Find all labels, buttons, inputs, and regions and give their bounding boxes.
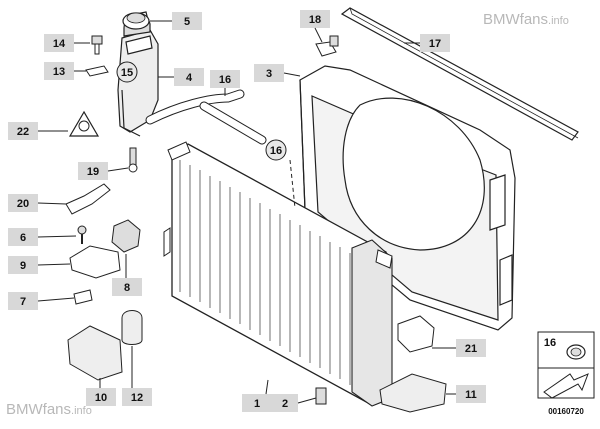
callout-4: 4 (186, 72, 193, 84)
callout-12: 12 (131, 392, 143, 404)
callout-14: 14 (53, 38, 66, 50)
callout-box (174, 68, 204, 86)
callout-box (242, 394, 272, 412)
callout-9: 9 (20, 260, 26, 272)
callout-box (420, 34, 450, 52)
radiator-fins (179, 160, 351, 385)
clip-7 (73, 289, 93, 305)
legend-box: 16 00160720 (537, 331, 595, 416)
reservoir-cap (122, 12, 150, 30)
warning-label (68, 110, 100, 137)
callout-box (254, 64, 284, 82)
callout-8: 8 (124, 282, 130, 294)
coolant-hose (145, 89, 267, 145)
air-duct-11 (379, 373, 447, 413)
callout-1: 1 (254, 398, 260, 410)
callout-10: 10 (95, 392, 107, 404)
callout-box (272, 394, 298, 412)
callouts: 5 14 13 15 4 16 18 17 3 22 (8, 10, 486, 412)
callout-box (86, 388, 116, 406)
radiator (163, 141, 393, 407)
callout-3: 3 (266, 68, 272, 80)
callout-15: 16 (219, 74, 231, 86)
push-clip-18 (315, 35, 339, 57)
arrow-icon (543, 373, 589, 399)
callout-circle (116, 61, 138, 83)
callout-20: 19 (87, 166, 99, 178)
callout-box (8, 292, 38, 310)
callout-box (122, 388, 152, 406)
callout-box (210, 70, 240, 88)
callout-16-tank: 15 (121, 67, 133, 79)
watermark-top: BMWfans.info (483, 11, 569, 28)
bolt (91, 35, 103, 55)
screw-6 (77, 225, 87, 244)
bracket-21 (397, 315, 435, 353)
seal-strip (340, 7, 579, 141)
drain-plug (315, 387, 327, 405)
callout-box (8, 256, 38, 274)
callout-5: 5 (184, 16, 190, 28)
callout-box (8, 194, 38, 212)
callout-box (172, 12, 202, 30)
callout-11: 11 (465, 389, 477, 401)
callout-21: 21 (465, 343, 477, 355)
callout-6: 6 (20, 232, 26, 244)
callout-box (456, 339, 486, 357)
callout-box (44, 34, 74, 52)
fan-shroud (299, 65, 516, 331)
callout-box (78, 162, 108, 180)
callout-box (8, 122, 38, 140)
bracket-19 (65, 183, 111, 215)
callout-18: 18 (309, 14, 321, 26)
clip-13 (85, 65, 109, 77)
callout-13: 13 (53, 66, 65, 78)
callout-16-hose: 16 (270, 145, 282, 157)
callout-2: 2 (282, 398, 288, 410)
air-duct-10 (67, 325, 123, 381)
legend-number: 16 (544, 337, 556, 349)
callout-box (44, 62, 74, 80)
callout-box (8, 228, 38, 246)
callout-7: 7 (20, 296, 26, 308)
callout-box (300, 10, 330, 28)
callout-circle (265, 139, 287, 161)
callout-box (456, 385, 486, 403)
callout-22: 22 (17, 126, 29, 138)
callout-19: 20 (17, 198, 29, 210)
watermark-bottom: BMWfans.info (6, 401, 92, 418)
diagram-code: 00160720 (548, 407, 584, 416)
callout-box (112, 278, 142, 296)
temperature-sensor (128, 147, 138, 173)
cover-12 (121, 310, 143, 345)
callout-17: 17 (429, 38, 441, 50)
mount-9 (69, 245, 121, 279)
rubber-mount-8 (111, 219, 141, 253)
